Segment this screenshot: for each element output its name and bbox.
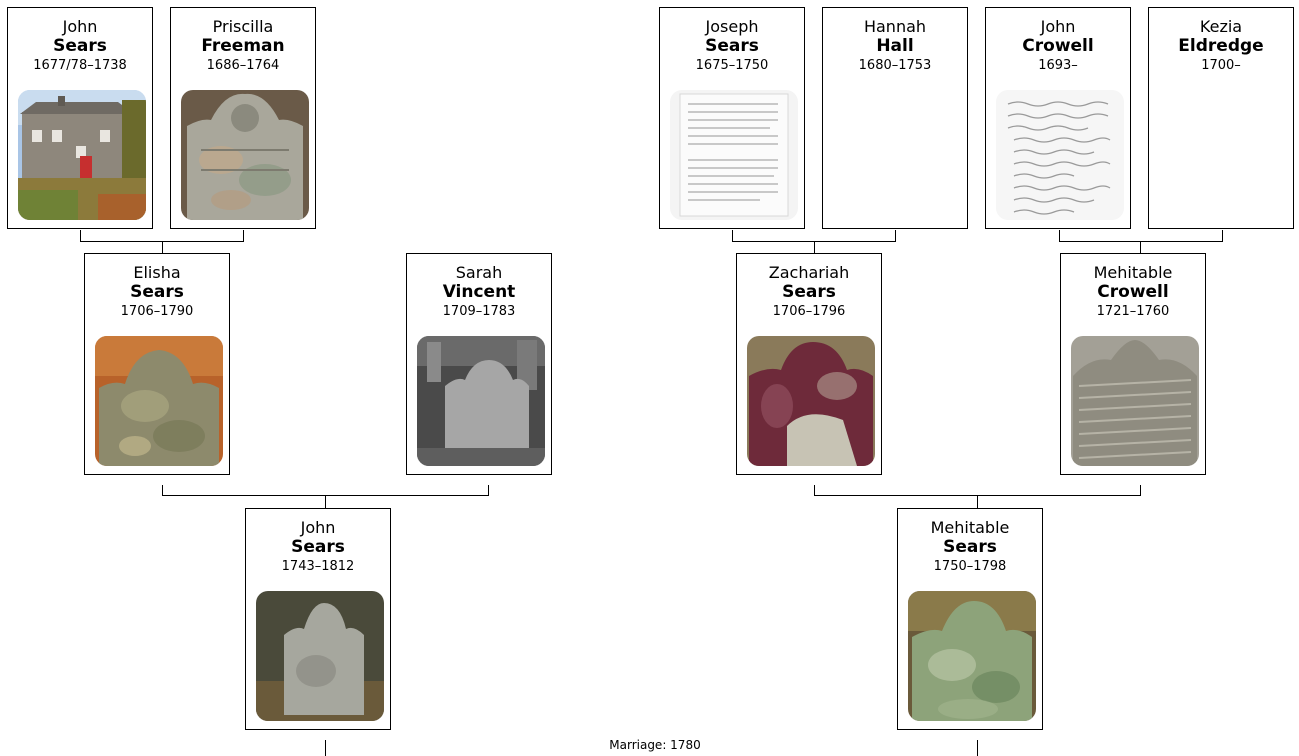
gravestone-photo[interactable] bbox=[747, 336, 875, 466]
person-card-g6[interactable]: Kezia Eldredge 1700– bbox=[1148, 7, 1294, 229]
life-dates: 1721–1760 bbox=[1096, 304, 1170, 319]
surname: Sears bbox=[291, 537, 345, 557]
given-name: Joseph bbox=[705, 17, 759, 36]
surname: Hall bbox=[876, 36, 914, 56]
given-name: Priscilla bbox=[212, 17, 274, 36]
given-name: Hannah bbox=[863, 17, 927, 36]
connector-line bbox=[162, 485, 163, 496]
connector-line bbox=[162, 241, 163, 253]
given-name: Mehitable bbox=[930, 518, 1010, 537]
life-dates: 1693– bbox=[1038, 58, 1078, 73]
connector-line bbox=[243, 230, 244, 241]
connector-line bbox=[80, 230, 81, 241]
given-name: Zachariah bbox=[768, 263, 850, 282]
gravestone-photo[interactable] bbox=[417, 336, 545, 466]
gravestone-photo[interactable] bbox=[181, 90, 309, 220]
person-card-p2[interactable]: Sarah Vincent 1709–1783 bbox=[406, 253, 552, 475]
life-dates: 1750–1798 bbox=[933, 559, 1007, 574]
given-name: John bbox=[300, 518, 336, 537]
connector-line bbox=[1140, 485, 1141, 496]
given-name: Mehitable bbox=[1093, 263, 1173, 282]
connector-line bbox=[325, 740, 326, 756]
person-card-g3[interactable]: Joseph Sears 1675–1750 bbox=[659, 7, 805, 229]
connector-line bbox=[1059, 241, 1223, 242]
given-name: Sarah bbox=[455, 263, 503, 282]
given-name: John bbox=[1040, 17, 1076, 36]
life-dates: 1686–1764 bbox=[206, 58, 280, 73]
person-card-g1[interactable]: John Sears 1677/78–1738 bbox=[7, 7, 153, 229]
life-dates: 1706–1790 bbox=[120, 304, 194, 319]
life-dates: 1743–1812 bbox=[281, 559, 355, 574]
gravestone-photo[interactable] bbox=[95, 336, 223, 466]
person-card-p3[interactable]: Zachariah Sears 1706–1796 bbox=[736, 253, 882, 475]
given-name: John bbox=[62, 17, 98, 36]
life-dates: 1677/78–1738 bbox=[33, 58, 127, 73]
surname: Sears bbox=[705, 36, 759, 56]
connector-line bbox=[1059, 230, 1060, 241]
document-photo[interactable] bbox=[670, 90, 798, 220]
connector-line bbox=[814, 241, 815, 253]
surname: Vincent bbox=[442, 282, 516, 302]
person-card-g5[interactable]: John Crowell 1693– bbox=[985, 7, 1131, 229]
surname: Sears bbox=[53, 36, 107, 56]
house-photo[interactable] bbox=[18, 90, 146, 220]
handwritten-document-photo[interactable] bbox=[996, 90, 1124, 220]
surname: Eldredge bbox=[1178, 36, 1264, 56]
person-card-c1[interactable]: John Sears 1743–1812 bbox=[245, 508, 391, 730]
gravestone-photo[interactable] bbox=[256, 591, 384, 721]
surname: Sears bbox=[782, 282, 836, 302]
surname: Sears bbox=[130, 282, 184, 302]
given-name: Elisha bbox=[133, 263, 181, 282]
person-card-c2[interactable]: Mehitable Sears 1750–1798 bbox=[897, 508, 1043, 730]
person-card-g2[interactable]: Priscilla Freeman 1686–1764 bbox=[170, 7, 316, 229]
connector-line bbox=[1140, 241, 1141, 253]
life-dates: 1680–1753 bbox=[858, 58, 932, 73]
connector-line bbox=[732, 230, 733, 241]
connector-line bbox=[977, 495, 978, 508]
marriage-label: Marriage: 1780 bbox=[609, 738, 701, 752]
surname: Crowell bbox=[1097, 282, 1169, 302]
connector-line bbox=[325, 495, 326, 508]
connector-line bbox=[814, 485, 815, 496]
connector-line bbox=[895, 230, 896, 241]
life-dates: 1706–1796 bbox=[772, 304, 846, 319]
connector-line bbox=[1222, 230, 1223, 241]
connector-line bbox=[488, 485, 489, 496]
surname: Freeman bbox=[201, 36, 285, 56]
person-card-p1[interactable]: Elisha Sears 1706–1790 bbox=[84, 253, 230, 475]
person-card-p4[interactable]: Mehitable Crowell 1721–1760 bbox=[1060, 253, 1206, 475]
surname: Sears bbox=[943, 537, 997, 557]
life-dates: 1675–1750 bbox=[695, 58, 769, 73]
life-dates: 1709–1783 bbox=[442, 304, 516, 319]
person-card-g4[interactable]: Hannah Hall 1680–1753 bbox=[822, 7, 968, 229]
life-dates: 1700– bbox=[1201, 58, 1241, 73]
connector-line bbox=[977, 740, 978, 756]
given-name: Kezia bbox=[1199, 17, 1243, 36]
surname: Crowell bbox=[1022, 36, 1094, 56]
gravestone-photo[interactable] bbox=[908, 591, 1036, 721]
gravestone-photo[interactable] bbox=[1071, 336, 1199, 466]
